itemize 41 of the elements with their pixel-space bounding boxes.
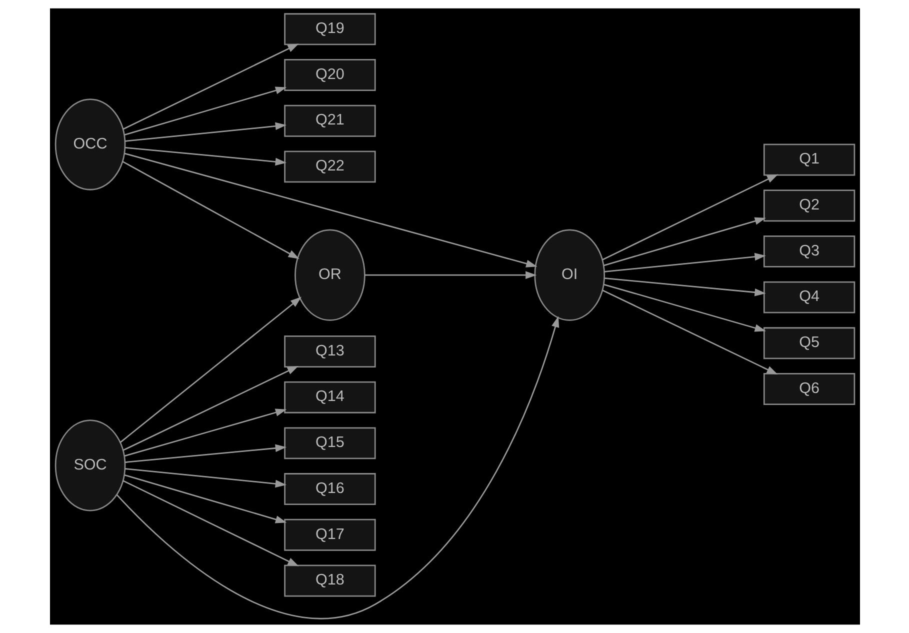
node-box: Q1: [762, 144, 855, 176]
node-box: Q15: [284, 427, 376, 460]
arrow: [124, 146, 286, 166]
node-box: Q18: [284, 564, 376, 597]
arrow: [124, 408, 286, 457]
node-ellipse: OI: [534, 229, 605, 321]
node-box: Q19: [284, 13, 376, 46]
node-box: Q17: [284, 518, 376, 551]
node-box: Q6: [762, 373, 855, 405]
arrow: [603, 284, 766, 332]
arrow: [124, 152, 537, 268]
node-box: Q16: [284, 473, 376, 506]
arrow: [122, 44, 298, 130]
arrow: [602, 174, 778, 260]
node-ellipse: SOC: [54, 420, 126, 512]
node-ellipse: OCC: [54, 98, 126, 190]
arrow: [122, 160, 299, 260]
arrow: [604, 252, 766, 272]
node-box: Q14: [284, 381, 376, 414]
arrow: [124, 86, 286, 136]
node-box: Q20: [284, 59, 376, 91]
arrow: [124, 468, 286, 488]
node-box: Q2: [762, 190, 855, 222]
arrow: [124, 122, 286, 142]
arrow: [119, 296, 302, 443]
node-box: Q3: [762, 235, 855, 268]
node-box: Q5: [762, 327, 855, 360]
node-box: Q4: [762, 281, 855, 314]
node-ellipse: OR: [294, 229, 365, 321]
node-box: Q13: [284, 336, 376, 368]
arrow: [116, 316, 559, 620]
arrow: [604, 278, 766, 296]
node-box: Q21: [284, 104, 376, 137]
arrow: [364, 271, 536, 279]
arrow: [124, 474, 286, 524]
arrow: [602, 290, 778, 375]
arrow: [603, 217, 766, 266]
arrow: [124, 444, 286, 463]
arrow: [122, 480, 298, 566]
arrow: [122, 366, 298, 451]
node-box: Q22: [284, 150, 376, 183]
